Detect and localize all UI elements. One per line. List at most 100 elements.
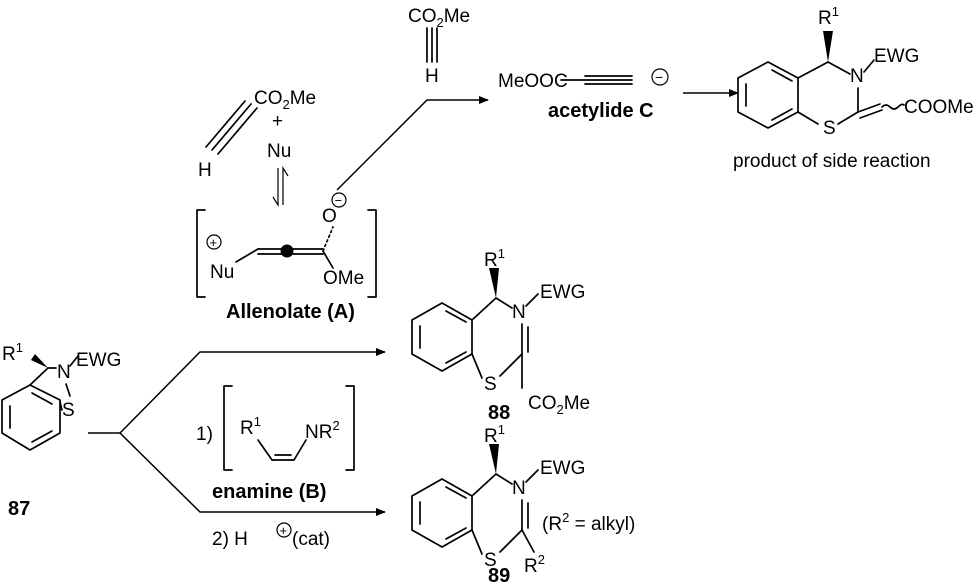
aromatic-bond bbox=[445, 351, 467, 364]
enamine-step: 1) bbox=[196, 424, 213, 445]
compound-88-structure: R1 N EWG S CO2Me 88 bbox=[411, 246, 590, 424]
ring-bond bbox=[471, 297, 497, 321]
allenolate-nu: Nu bbox=[210, 262, 234, 283]
c87-n: N bbox=[57, 362, 71, 383]
aromatic-bond bbox=[771, 69, 793, 82]
alkyne-bond bbox=[205, 100, 246, 148]
allenolate-o: O bbox=[322, 206, 337, 227]
enamine-r: R1 bbox=[240, 414, 261, 439]
c89-r: R1 bbox=[484, 422, 505, 447]
aromatic-bond bbox=[31, 392, 53, 405]
ring-bond bbox=[495, 473, 513, 485]
negative-charge-icon bbox=[651, 68, 669, 86]
acetylide-structure: MeOOC − acetylide C bbox=[498, 68, 669, 122]
ewg-bond bbox=[69, 355, 79, 367]
allenolate-structure: + Nu O − OMe Allenolate (A) bbox=[196, 192, 377, 323]
c89-n: N bbox=[512, 478, 526, 499]
wedge-bond bbox=[489, 444, 499, 474]
ring-bond bbox=[827, 61, 851, 75]
left-ester-label: CO2Me bbox=[254, 88, 316, 112]
ring-bond bbox=[499, 353, 523, 377]
c89-s: S bbox=[484, 550, 497, 571]
top-propiolate: CO2Me H bbox=[408, 6, 470, 87]
side-s: S bbox=[823, 118, 836, 139]
ring-bond bbox=[495, 297, 513, 309]
c87-label: 87 bbox=[8, 498, 30, 520]
wedge-bond bbox=[823, 31, 833, 62]
equilibrium-up-arrow bbox=[282, 165, 289, 205]
positive-charge-sign: + bbox=[210, 235, 218, 250]
top-ester-label: CO2Me bbox=[408, 6, 470, 30]
benzene-ring bbox=[737, 61, 799, 129]
enamine-bond bbox=[293, 439, 307, 461]
acetylide-charge: − bbox=[655, 69, 663, 85]
positive-charge-icon bbox=[206, 234, 222, 250]
aromatic-bond bbox=[771, 108, 793, 121]
benzene-ring bbox=[411, 302, 473, 372]
negative-charge-icon bbox=[331, 192, 347, 208]
nu-label: Nu bbox=[267, 141, 291, 162]
acid-charge: + bbox=[280, 523, 288, 538]
left-bracket bbox=[196, 209, 206, 298]
positive-charge-icon bbox=[276, 522, 292, 538]
central-carbon-dot bbox=[280, 244, 294, 258]
left-bracket bbox=[223, 385, 233, 471]
exocyclic-double-bond bbox=[857, 103, 881, 113]
wavy-bond bbox=[881, 103, 905, 110]
acetylide-formula: MeOOC bbox=[498, 71, 568, 92]
right-bracket bbox=[345, 385, 355, 471]
ring-bond bbox=[797, 61, 829, 79]
allenolate-ome: OMe bbox=[323, 268, 364, 289]
enamine-nr: NR2 bbox=[305, 418, 340, 443]
ring-bond bbox=[471, 529, 483, 555]
enamine-structure: 1) R1 NR2 enamine (B) bbox=[196, 385, 355, 503]
top-h-label: H bbox=[425, 66, 439, 87]
acid-step-label: 2) H bbox=[212, 529, 248, 550]
ewg-bond bbox=[525, 293, 539, 307]
c88-s: S bbox=[484, 374, 497, 395]
c87-r: R1 bbox=[2, 340, 23, 365]
upper-branch-arrow bbox=[119, 348, 386, 434]
c89-ewg: EWG bbox=[540, 458, 585, 479]
c88-label: 88 bbox=[488, 402, 510, 424]
left-reagents: CO2Me H + Nu bbox=[198, 88, 316, 181]
lower-branch-arrow bbox=[119, 432, 386, 516]
side-r: R1 bbox=[818, 4, 839, 29]
c89-note: (R2 = alkyl) bbox=[542, 510, 635, 535]
enamine-label: enamine (B) bbox=[212, 481, 326, 503]
c89-r2: R2 bbox=[524, 552, 545, 577]
ewg-bond bbox=[525, 469, 539, 483]
acid-cat: (cat) bbox=[292, 529, 330, 550]
ring-bond bbox=[59, 401, 63, 411]
wedge-bond bbox=[31, 354, 48, 368]
ring-bond bbox=[499, 529, 523, 553]
aromatic-bond bbox=[31, 430, 53, 443]
benzene-ring bbox=[1, 384, 61, 451]
right-bracket bbox=[367, 209, 377, 298]
ring-bond bbox=[797, 111, 819, 125]
c88-r: R1 bbox=[484, 246, 505, 271]
branch-arrows bbox=[88, 348, 386, 516]
ring-bond bbox=[471, 353, 483, 379]
c88-n: N bbox=[512, 302, 526, 323]
c87-ewg: EWG bbox=[76, 350, 121, 371]
benzene-ring bbox=[411, 478, 473, 548]
allenolate-label: Allenolate (A) bbox=[226, 301, 355, 323]
plus-sign: + bbox=[272, 111, 283, 132]
ring-bond bbox=[471, 473, 497, 497]
c88-ester: CO2Me bbox=[528, 393, 590, 417]
negative-charge-sign: − bbox=[335, 193, 343, 208]
alkyne-bond bbox=[211, 103, 252, 151]
acid-step: 2) H + (cat) bbox=[212, 522, 330, 550]
acetylide-label: acetylide C bbox=[548, 100, 654, 122]
ring-bond bbox=[29, 367, 49, 386]
ewg-bond bbox=[863, 59, 875, 73]
equilibrium-down-arrow bbox=[272, 168, 279, 208]
allenolate-bond bbox=[322, 250, 334, 269]
ring-bond bbox=[837, 111, 859, 125]
allenolate-bond bbox=[235, 248, 259, 263]
side-product-structure: R1 N EWG S COOMe product of side reactio… bbox=[733, 4, 974, 172]
wedge-bond bbox=[489, 268, 499, 298]
enamine-bond bbox=[257, 439, 273, 461]
